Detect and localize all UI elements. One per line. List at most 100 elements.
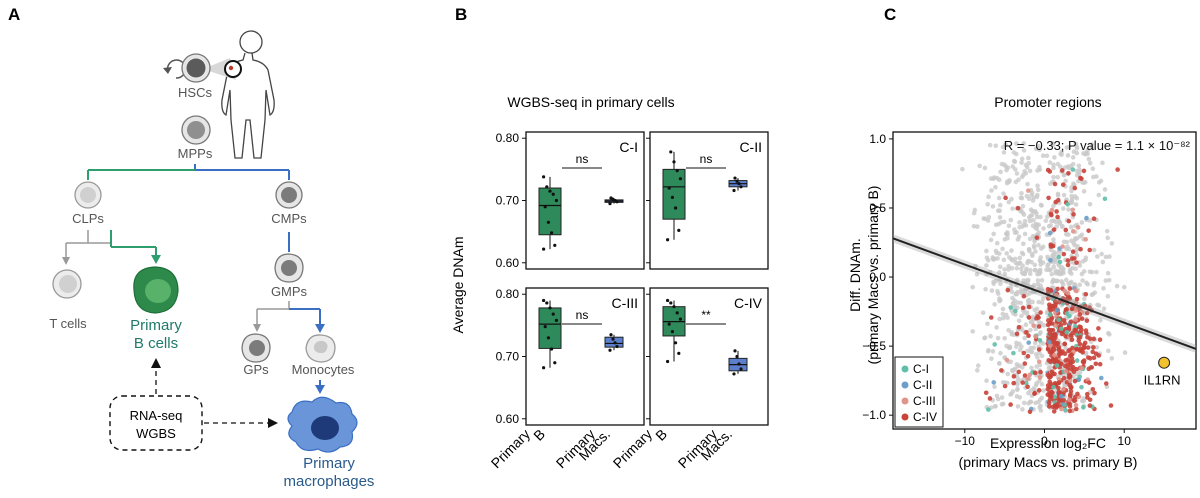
data-point bbox=[677, 351, 681, 355]
point-other bbox=[1069, 188, 1074, 194]
point-other bbox=[1090, 166, 1096, 172]
point-other bbox=[1066, 165, 1072, 171]
point-other bbox=[1014, 265, 1020, 271]
point-other bbox=[1092, 290, 1098, 295]
point-other bbox=[1014, 171, 1020, 176]
point-other bbox=[1066, 207, 1071, 212]
point-cluster bbox=[1063, 358, 1069, 363]
point-other bbox=[1055, 161, 1061, 167]
point-other bbox=[1087, 160, 1093, 166]
point-other bbox=[1015, 376, 1021, 381]
point-cluster bbox=[1036, 388, 1042, 393]
point-cluster bbox=[1071, 212, 1076, 217]
point-other bbox=[1006, 179, 1012, 185]
point-cluster bbox=[1070, 167, 1076, 172]
point-other bbox=[984, 263, 989, 268]
point-other bbox=[1096, 192, 1102, 198]
point-other bbox=[1061, 192, 1067, 198]
point-other bbox=[1007, 255, 1012, 260]
point-other bbox=[1077, 282, 1083, 288]
point-other bbox=[1081, 398, 1087, 404]
point-cluster bbox=[1046, 327, 1052, 333]
point-cluster bbox=[1096, 353, 1102, 358]
point-cluster bbox=[1068, 359, 1073, 365]
point-cluster bbox=[1054, 341, 1059, 346]
point-other bbox=[1075, 243, 1080, 249]
point-cluster bbox=[1058, 393, 1064, 399]
point-cluster bbox=[1026, 340, 1031, 345]
point-cluster bbox=[1097, 337, 1103, 343]
point-other bbox=[1025, 348, 1030, 354]
point-cluster bbox=[1115, 167, 1120, 172]
highlight-label: IL1RN bbox=[1144, 373, 1181, 388]
point-other bbox=[996, 195, 1002, 201]
data-point bbox=[609, 333, 613, 337]
data-point bbox=[546, 336, 551, 340]
point-cluster bbox=[1015, 205, 1021, 211]
point-cluster bbox=[1045, 372, 1051, 378]
hsc-cell bbox=[181, 53, 211, 83]
point-other bbox=[1027, 271, 1033, 277]
point-other bbox=[1040, 153, 1046, 159]
point-cluster bbox=[1054, 209, 1059, 214]
gmp-cell bbox=[274, 253, 304, 283]
point-other bbox=[1098, 318, 1103, 323]
label-gmps: GMPs bbox=[271, 284, 308, 299]
point-cluster bbox=[1072, 185, 1078, 191]
point-cluster bbox=[1075, 225, 1081, 230]
point-cluster bbox=[1087, 247, 1093, 253]
point-other bbox=[999, 395, 1005, 400]
point-other bbox=[1100, 259, 1106, 265]
point-other bbox=[1063, 277, 1069, 283]
point-cluster bbox=[1061, 251, 1067, 257]
point-cluster bbox=[1081, 342, 1087, 348]
point-other bbox=[1002, 162, 1007, 167]
point-other bbox=[1081, 269, 1087, 274]
point-cluster bbox=[1024, 329, 1029, 335]
data-point bbox=[611, 337, 615, 341]
regression-line bbox=[892, 237, 1197, 350]
point-cluster bbox=[1050, 303, 1056, 309]
point-cluster bbox=[1069, 356, 1075, 361]
point-other bbox=[988, 237, 994, 243]
point-other bbox=[1071, 240, 1076, 246]
gp-cell bbox=[241, 333, 271, 363]
point-other bbox=[1059, 149, 1064, 155]
point-cluster bbox=[1036, 347, 1042, 352]
point-other bbox=[993, 184, 998, 190]
point-other bbox=[982, 335, 987, 341]
point-other bbox=[1014, 344, 1019, 349]
data-point bbox=[735, 354, 739, 359]
point-other bbox=[1028, 207, 1034, 212]
point-other bbox=[997, 316, 1002, 322]
point-cluster bbox=[1056, 376, 1062, 382]
point-other bbox=[1022, 169, 1027, 174]
point-other bbox=[1105, 348, 1111, 354]
point-cluster bbox=[1047, 349, 1053, 355]
point-cluster bbox=[988, 315, 994, 320]
point-other bbox=[975, 363, 981, 368]
panel-c-xlabel-2: (primary Macs vs. primary B) bbox=[959, 454, 1138, 470]
point-other bbox=[1021, 212, 1027, 217]
stat-annotation: R = −0.33; P value = 1.1 × 10⁻⁸² bbox=[1004, 138, 1191, 153]
point-other bbox=[1099, 251, 1104, 257]
b-cell-icon bbox=[133, 266, 179, 314]
y-tick-label: 0.70 bbox=[496, 194, 520, 208]
point-cluster bbox=[1098, 375, 1104, 381]
point-other bbox=[1025, 259, 1031, 264]
data-point bbox=[542, 247, 546, 251]
point-cluster bbox=[1027, 409, 1033, 415]
point-cluster bbox=[1020, 380, 1025, 385]
point-cluster bbox=[1090, 349, 1096, 355]
point-other bbox=[998, 169, 1003, 175]
point-cluster bbox=[1072, 324, 1078, 329]
point-cluster bbox=[1083, 292, 1089, 297]
data-point bbox=[553, 361, 557, 365]
box-body bbox=[662, 168, 686, 220]
point-cluster bbox=[1091, 216, 1097, 222]
point-cluster bbox=[1068, 388, 1074, 394]
point-other bbox=[997, 202, 1003, 208]
point-other bbox=[1059, 264, 1064, 270]
point-other bbox=[1082, 179, 1088, 185]
point-other bbox=[1039, 300, 1045, 305]
